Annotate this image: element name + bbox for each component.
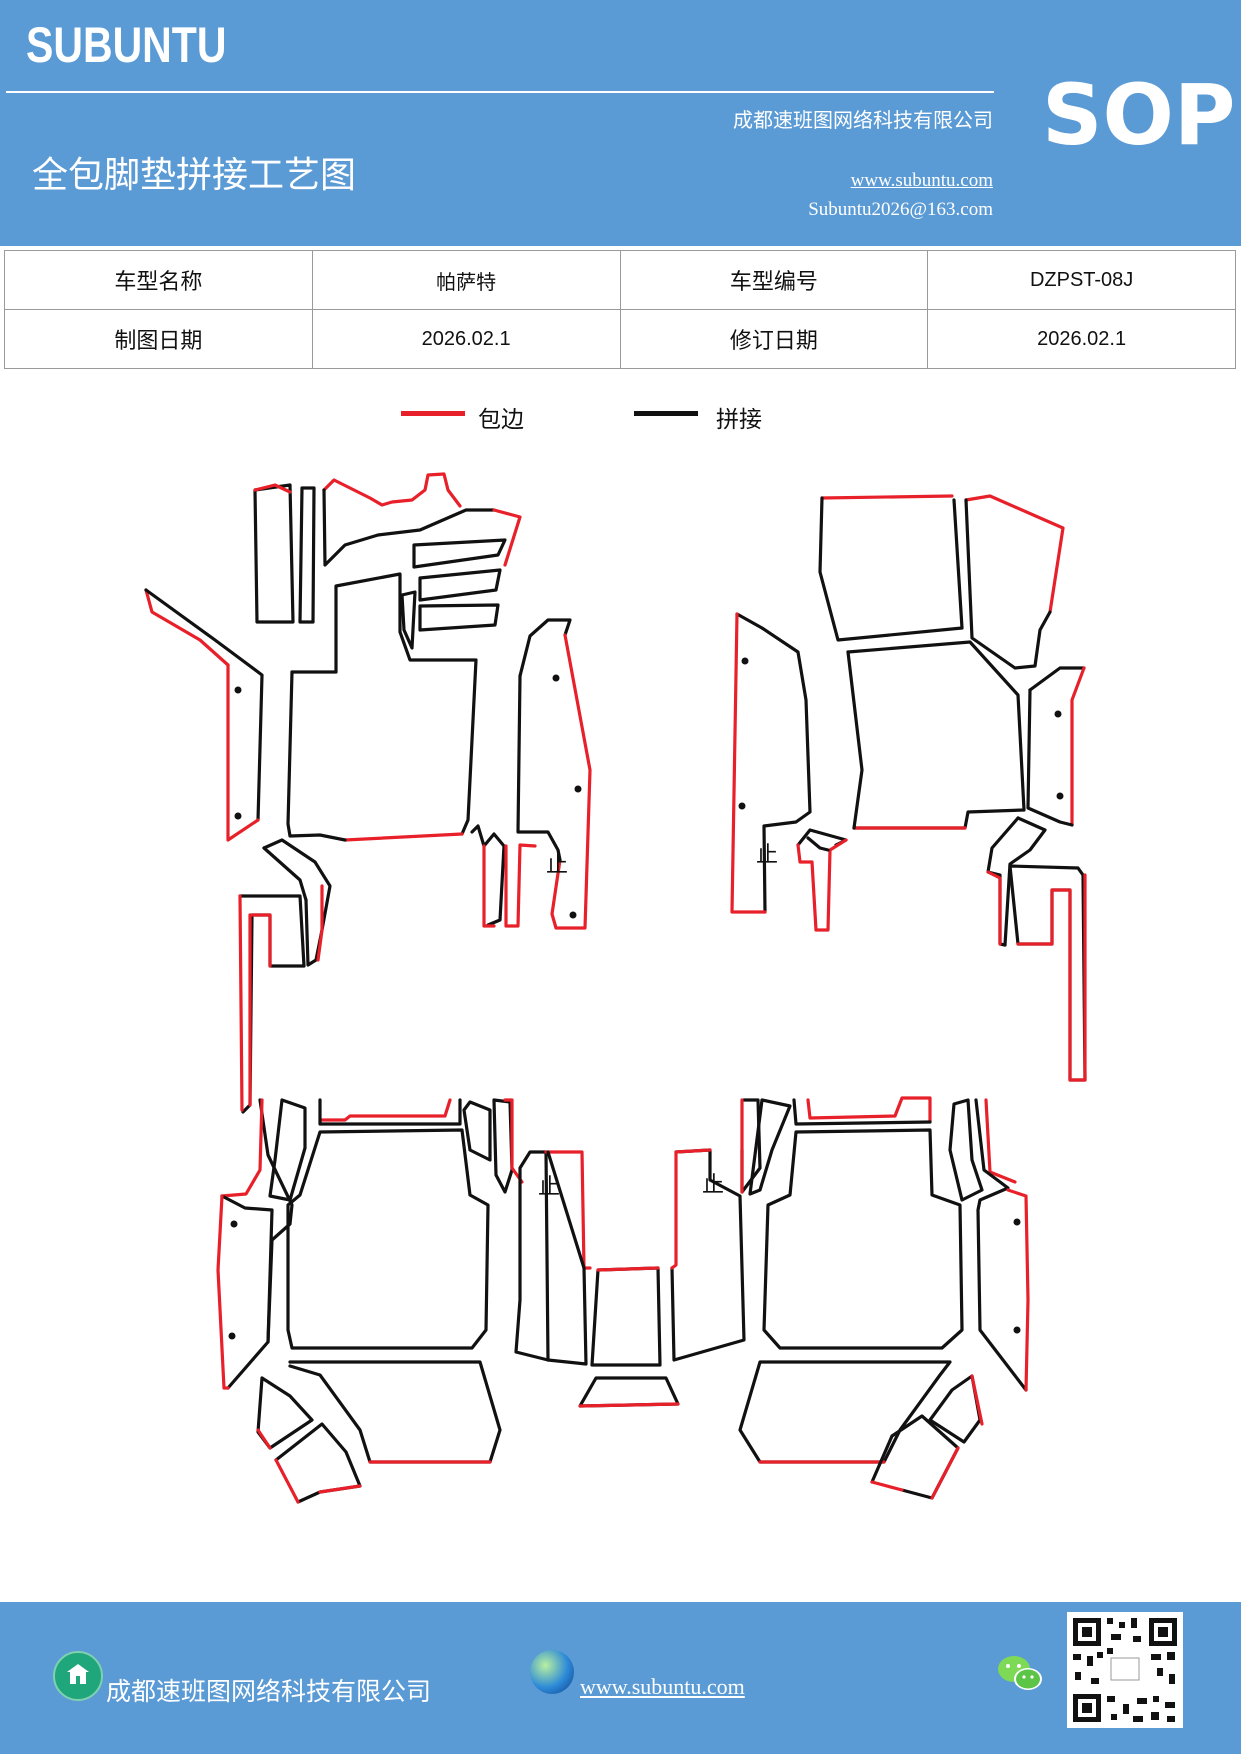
sop-badge: SOP: [1042, 66, 1236, 164]
building-icon: [53, 1651, 103, 1701]
header-divider: [6, 91, 994, 93]
edge-label: 包边: [478, 407, 524, 433]
model-code-value: DZPST-08J: [927, 250, 1236, 310]
globe-icon: [530, 1650, 574, 1694]
footer-banner: 成都速班图网络科技有限公司 www.subuntu.com: [0, 1602, 1241, 1754]
email-address: Subuntu2026@163.com: [808, 199, 993, 220]
stop-marker: 止: [546, 853, 568, 878]
floor-mat-diagram: 止 止 止 止: [144, 472, 1087, 1504]
revise-date-label: 修订日期: [619, 309, 929, 369]
edge-swatch: [401, 411, 465, 416]
draw-date-label: 制图日期: [4, 309, 313, 369]
table-row: 车型名称 帕萨特 车型编号 DZPST-08J: [4, 250, 1236, 310]
rear-right-mat-group: [738, 1096, 1030, 1500]
revise-date-value: 2026.02.1: [927, 309, 1236, 369]
brand-logo: SUBUNTU: [26, 17, 227, 73]
model-name-value: 帕萨特: [311, 250, 621, 310]
wechat-icon: [996, 1652, 1044, 1700]
joint-label: 拼接: [716, 407, 762, 433]
qr-code[interactable]: [1067, 1612, 1183, 1728]
joint-swatch: [634, 411, 698, 416]
stop-marker: 止: [702, 1173, 724, 1198]
center-tunnel-group: [578, 1148, 746, 1408]
draw-date-value: 2026.02.1: [311, 309, 621, 369]
rear-left-mat-group: [216, 1098, 592, 1504]
footer-website-link[interactable]: www.subuntu.com: [580, 1674, 745, 1699]
model-name-label: 车型名称: [4, 250, 313, 310]
stop-marker: 止: [756, 843, 778, 868]
company-name: 成都速班图网络科技有限公司: [733, 108, 993, 132]
legend: 包边 拼接: [0, 400, 1241, 440]
info-table: 车型名称 帕萨特 车型编号 DZPST-08J 制图日期 2026.02.1 修…: [4, 250, 1236, 369]
front-left-mat-group: [144, 472, 592, 1114]
header-banner: SUBUNTU 成都速班图网络科技有限公司 全包脚垫拼接工艺图 www.subu…: [0, 0, 1241, 246]
table-row: 制图日期 2026.02.1 修订日期 2026.02.1: [4, 309, 1236, 369]
document-title: 全包脚垫拼接工艺图: [32, 155, 357, 196]
front-right-mat-group: [730, 494, 1087, 1082]
website-link[interactable]: www.subuntu.com: [850, 170, 993, 191]
footer-company-name: 成都速班图网络科技有限公司: [106, 1677, 432, 1706]
model-code-label: 车型编号: [619, 250, 929, 310]
stop-marker: 止: [538, 1175, 560, 1200]
